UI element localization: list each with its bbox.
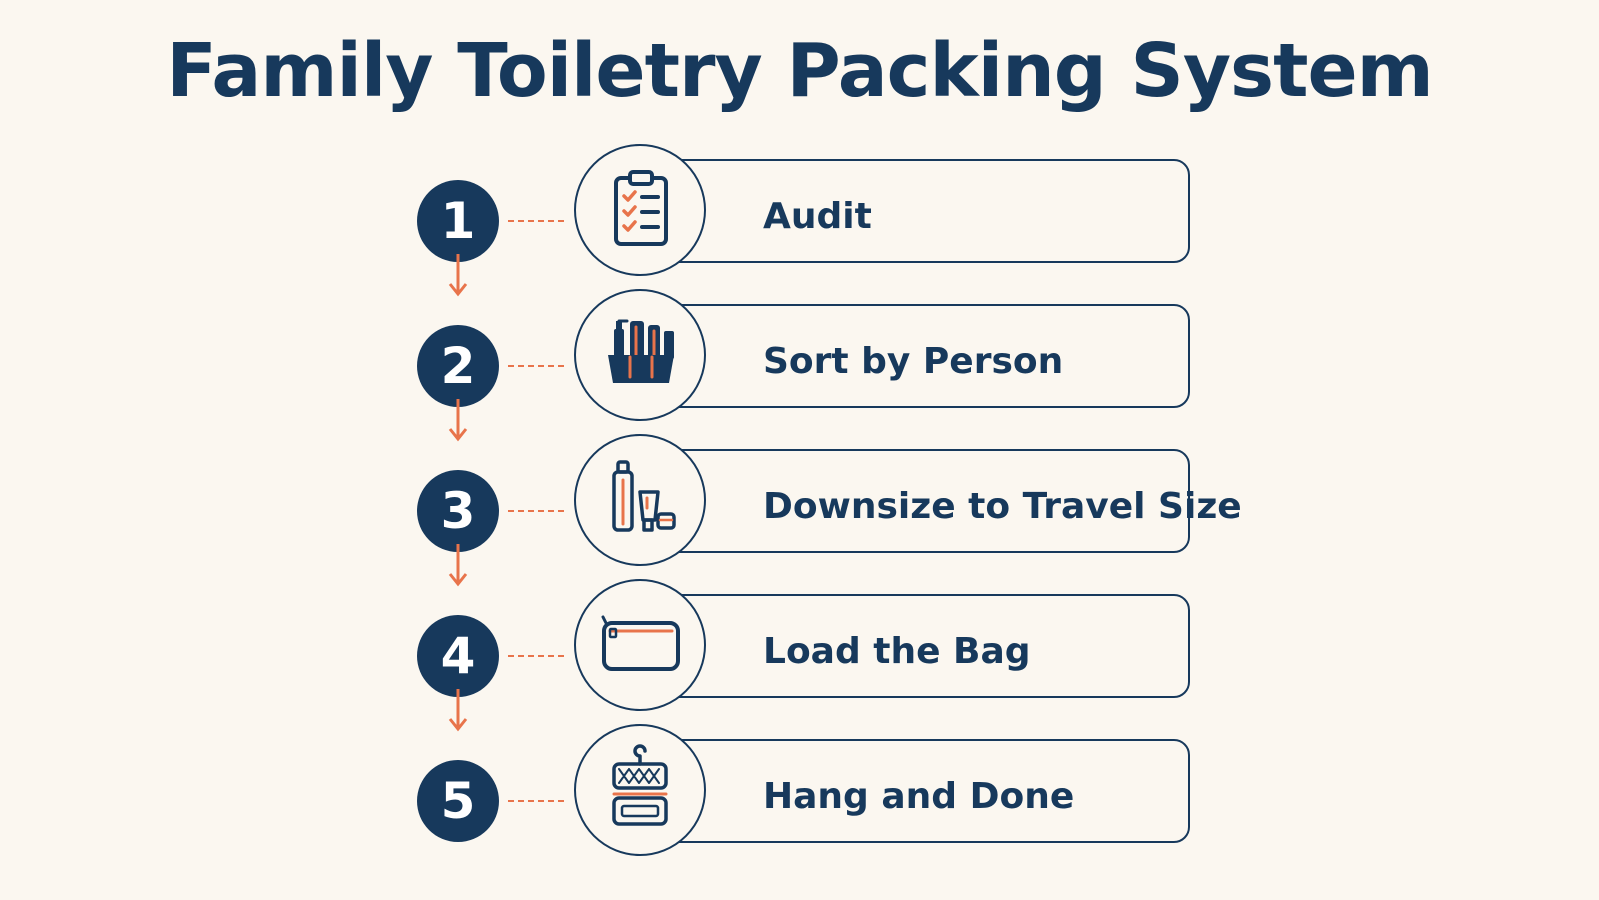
- step-card: [650, 159, 1190, 263]
- step-number-3: 3: [417, 470, 499, 552]
- step-number-5: 5: [417, 760, 499, 842]
- travel-bottles-icon: [574, 434, 706, 566]
- step-label-5: Hang and Done: [763, 776, 1075, 817]
- step-3: 3 Downsize to Travel Size: [0, 424, 1599, 566]
- step-4: 4 Load the Bag: [0, 569, 1599, 711]
- down-arrow-icon: [448, 399, 468, 442]
- step-number-2: 2: [417, 325, 499, 407]
- down-arrow-icon: [448, 689, 468, 732]
- page-title: Family Toiletry Packing System: [166, 28, 1434, 114]
- down-arrow-icon: [448, 544, 468, 587]
- connector-line: [508, 220, 564, 222]
- hanging-toiletry-bag-icon: [574, 724, 706, 856]
- step-card: [650, 304, 1190, 408]
- connector-line: [508, 365, 564, 367]
- step-label-2: Sort by Person: [763, 341, 1064, 382]
- step-5: 5 Hang and Done: [0, 714, 1599, 856]
- clipboard-checklist-icon: [574, 144, 706, 276]
- step-1: 1 Audit: [0, 134, 1599, 276]
- zipper-pouch-icon: [574, 579, 706, 711]
- step-label-1: Audit: [763, 196, 872, 237]
- step-2: 2 Sort by Person: [0, 279, 1599, 421]
- down-arrow-icon: [448, 254, 468, 297]
- step-label-3: Downsize to Travel Size: [763, 486, 1242, 527]
- step-number-1: 1: [417, 180, 499, 262]
- step-number-4: 4: [417, 615, 499, 697]
- toiletry-caddy-icon: [574, 289, 706, 421]
- connector-line: [508, 800, 564, 802]
- connector-line: [508, 510, 564, 512]
- step-label-4: Load the Bag: [763, 631, 1031, 672]
- connector-line: [508, 655, 564, 657]
- step-card: [650, 739, 1190, 843]
- step-card: [650, 594, 1190, 698]
